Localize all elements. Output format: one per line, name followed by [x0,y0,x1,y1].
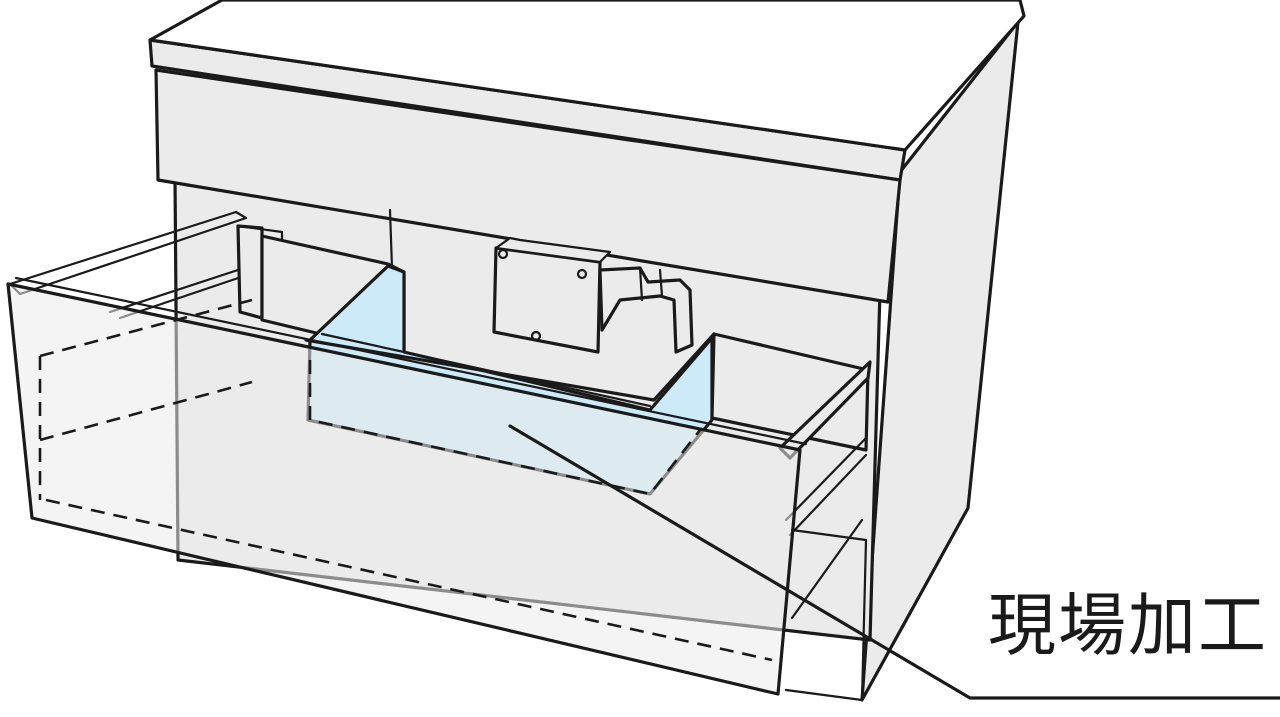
drawer-front-top-edge [14,276,808,446]
screw-icon [530,330,542,342]
callout-label: 現場加工 [988,587,1269,666]
drawer-post-left [236,224,264,320]
pipe-fitting [638,266,664,302]
drawer-front-panel [6,282,802,696]
interior-divider [388,208,394,270]
drain-pipe [598,266,694,354]
upper-drawer-face [154,68,902,304]
junction-box [492,246,602,354]
cutout-inner-edge [320,332,652,408]
hidden-drawer-bottom [45,498,773,662]
countertop-top [148,0,1026,152]
hidden-cutout-outline [308,360,702,496]
drawer-back-right [710,332,870,452]
lower-drawer-edge [784,528,868,702]
hidden-drawer-left-side [38,298,253,500]
callout-leader-line [508,424,1280,700]
screw-icon [576,268,588,280]
drawer-rail-right-lower [784,436,868,620]
screw-icon [497,248,509,260]
cutout-top-edge [304,332,716,402]
junction-box-top [494,236,612,264]
